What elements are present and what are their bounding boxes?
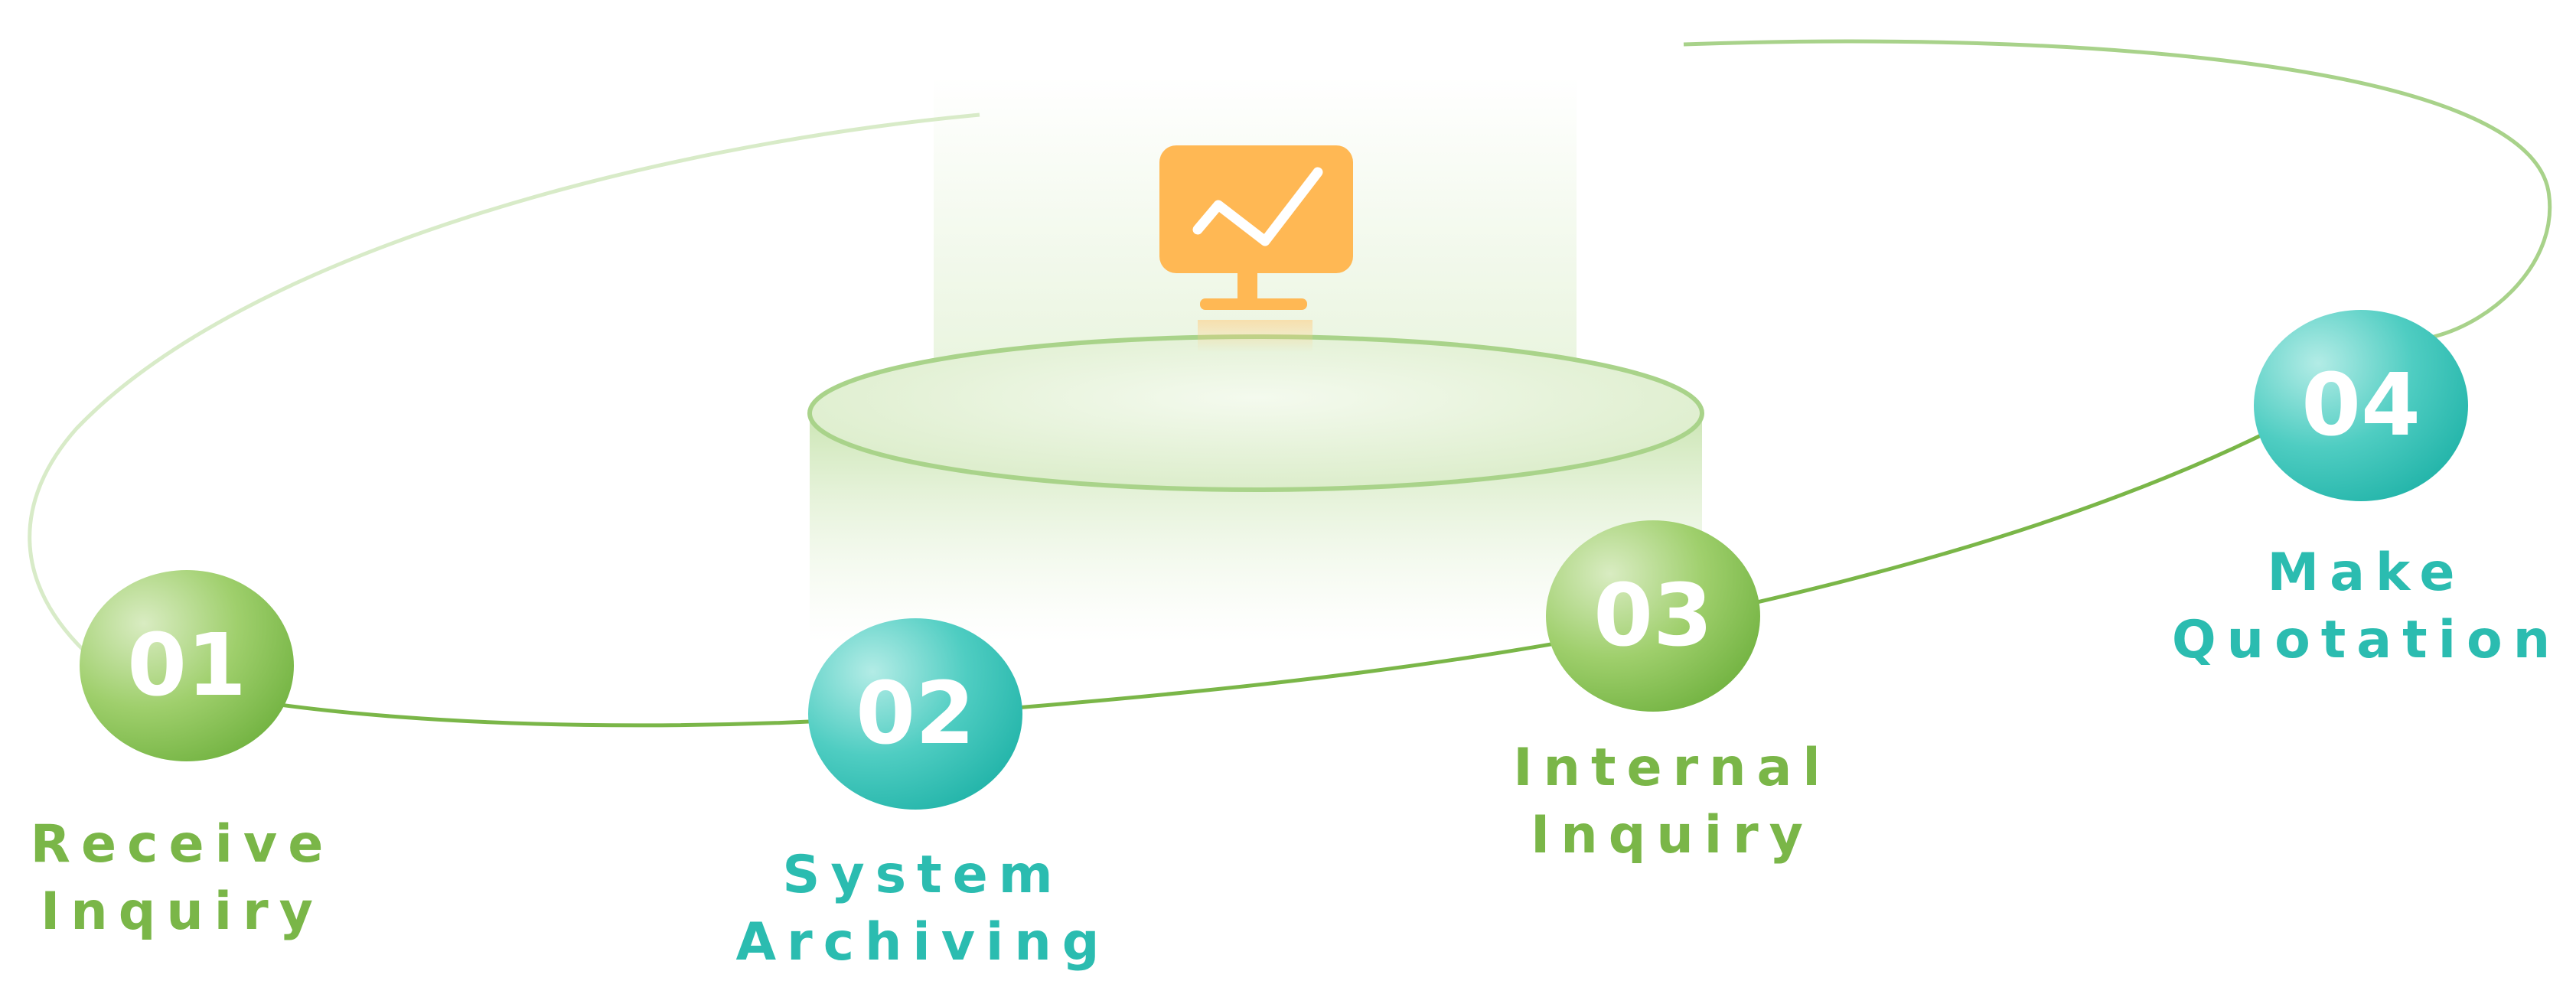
step-node-03: 03 xyxy=(1546,520,1760,712)
monitor-chart-icon xyxy=(1159,145,1353,352)
step-number: 03 xyxy=(1593,566,1713,666)
step-label-line: Archiving xyxy=(735,912,1110,973)
step-label-line: Internal xyxy=(1513,738,1831,798)
step-number: 04 xyxy=(2301,356,2421,455)
step-number: 01 xyxy=(127,616,246,715)
orbit-back-right xyxy=(1683,39,2552,339)
step-label-line: Receive xyxy=(30,814,334,875)
step-label-line: Inquiry xyxy=(1531,805,1814,865)
step-node-02: 02 xyxy=(808,618,1022,810)
step-node-01: 01 xyxy=(80,570,294,761)
platform xyxy=(807,334,1704,643)
step-label-04: Make Quotation xyxy=(2172,539,2561,674)
step-label-03: Internal Inquiry xyxy=(1513,735,1831,869)
orbit-back xyxy=(28,112,980,660)
step-label-line: System xyxy=(782,845,1064,905)
step-label-line: Quotation xyxy=(2171,610,2561,670)
step-node-04: 04 xyxy=(2254,310,2468,501)
step-label-line: Inquiry xyxy=(41,882,324,942)
step-number: 02 xyxy=(856,664,975,764)
orbit-front xyxy=(90,334,2435,728)
step-label-01: Receive Inquiry xyxy=(31,811,334,946)
step-label-line: Make xyxy=(2267,543,2466,603)
step-label-02: System Archiving xyxy=(736,842,1110,976)
